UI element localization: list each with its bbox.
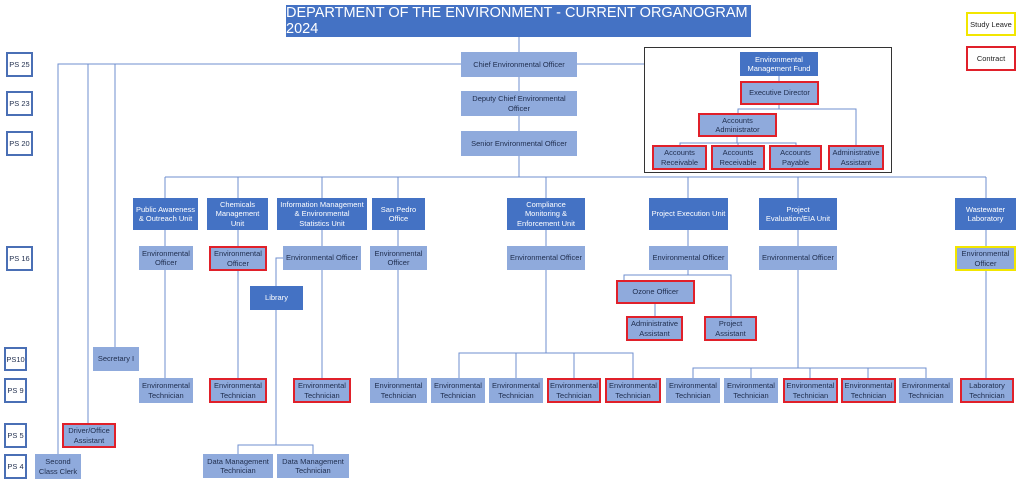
unit-wastewater-laboratory: Wastewater Laboratory: [955, 198, 1016, 230]
environmental-technician: Environmental Technician: [370, 378, 427, 403]
environmental-technician: Environmental Technician: [209, 378, 267, 403]
secretary: Secretary I: [93, 347, 139, 371]
emf-administrative-assistant: Administrative Assistant: [828, 145, 884, 170]
environmental-officer: Environmental Officer: [209, 246, 267, 271]
emf-group-frame: [644, 47, 892, 173]
deputy-chief-environmental-officer: Deputy Chief Environmental Officer: [461, 91, 577, 116]
accounts-receivable: Accounts Receivable: [711, 145, 765, 170]
data-management-technician: Data Management Technician: [277, 454, 349, 478]
unit-project-evaluation-eia: Project Evaluation/EIA Unit: [759, 198, 837, 230]
pay-scale-ps5: PS 5: [4, 423, 27, 448]
environmental-technician: Environmental Technician: [489, 378, 543, 403]
accounts-administrator: Accounts Administrator: [698, 113, 777, 137]
pay-scale-ps4: PS 4: [4, 454, 27, 479]
senior-environmental-officer: Senior Environmental Officer: [461, 131, 577, 156]
ozone-officer: Ozone Officer: [616, 280, 695, 304]
unit-public-awareness: Public Awareness & Outreach Unit: [133, 198, 198, 230]
accounts-receivable: Accounts Receivable: [652, 145, 707, 170]
data-management-technician: Data Management Technician: [203, 454, 273, 478]
legend-study-leave: Study Leave: [966, 12, 1016, 36]
second-class-clerk: Second Class Clerk: [35, 454, 81, 479]
pay-scale-ps23: PS 23: [6, 91, 33, 116]
page-title: DEPARTMENT OF THE ENVIRONMENT - CURRENT …: [286, 5, 751, 37]
unit-compliance-monitoring: Compliance Monitoring & Enforcement Unit: [507, 198, 585, 230]
administrative-assistant: Administrative Assistant: [626, 316, 683, 341]
environmental-officer: Environmental Officer: [139, 246, 193, 270]
environmental-technician: Environmental Technician: [293, 378, 351, 403]
project-assistant: Project Assistant: [704, 316, 757, 341]
environmental-officer: Environmental Officer: [759, 246, 837, 270]
executive-director: Executive Director: [740, 81, 819, 105]
environmental-management-fund: Environmental Management Fund: [740, 52, 818, 76]
environmental-technician: Environmental Technician: [431, 378, 485, 403]
driver-office-assistant: Driver/Office Assistant: [62, 423, 116, 448]
environmental-technician: Environmental Technician: [139, 378, 193, 403]
environmental-technician: Environmental Technician: [724, 378, 778, 403]
pay-scale-ps10: PS10: [4, 347, 27, 371]
environmental-officer: Environmental Officer: [649, 246, 728, 270]
unit-project-execution: Project Execution Unit: [649, 198, 728, 230]
library: Library: [250, 286, 303, 310]
pay-scale-ps16: PS 16: [6, 246, 33, 271]
pay-scale-ps9: PS 9: [4, 378, 27, 403]
accounts-payable: Accounts Payable: [769, 145, 822, 170]
environmental-officer: Environmental Officer: [955, 246, 1016, 271]
environmental-technician: Environmental Technician: [547, 378, 601, 403]
unit-information-management: Information Management & Environmental S…: [277, 198, 367, 230]
environmental-technician: Environmental Technician: [605, 378, 661, 403]
laboratory-technician: Laboratory Technician: [960, 378, 1014, 403]
environmental-officer: Environmental Officer: [507, 246, 585, 270]
chief-environmental-officer: Chief Environmental Officer: [461, 52, 577, 77]
pay-scale-ps25: PS 25: [6, 52, 33, 77]
unit-chemicals-management: Chemicals Management Unit: [207, 198, 268, 230]
environmental-officer: Environmental Officer: [283, 246, 361, 270]
environmental-technician: Environmental Technician: [783, 378, 838, 403]
environmental-officer: Environmental Officer: [370, 246, 427, 270]
legend-contract: Contract: [966, 46, 1016, 71]
environmental-technician: Environmental Technician: [666, 378, 720, 403]
unit-san-pedro-office: San Pedro Office: [372, 198, 425, 230]
environmental-technician: Environmental Technician: [841, 378, 896, 403]
pay-scale-ps20: PS 20: [6, 131, 33, 156]
environmental-technician: Environmental Technician: [899, 378, 953, 403]
